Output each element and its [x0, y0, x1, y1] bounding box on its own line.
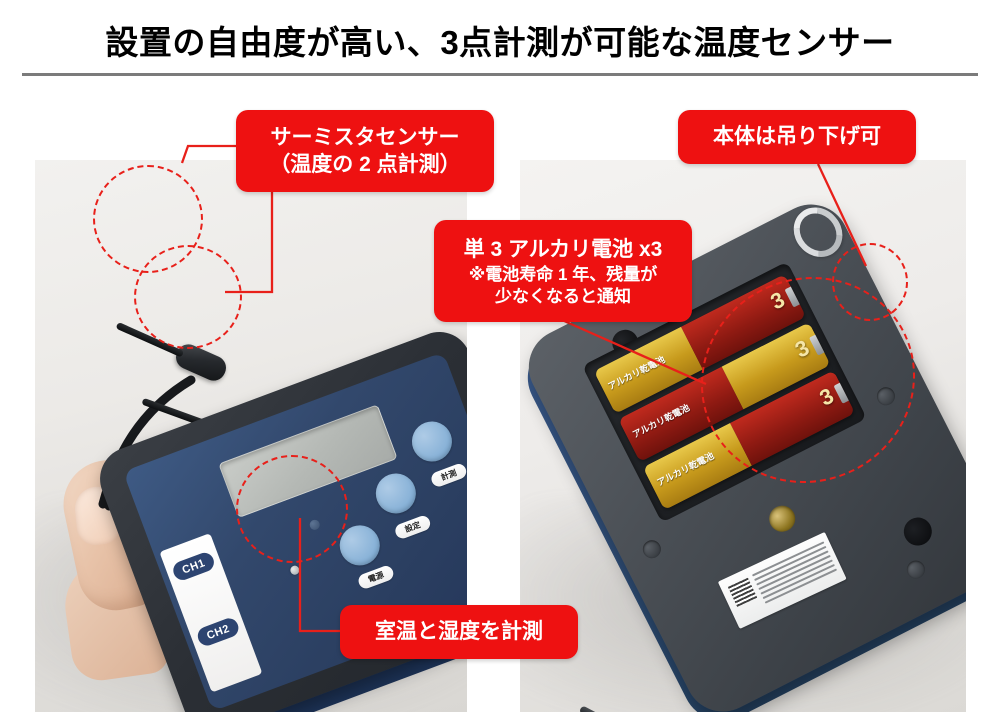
button-label-measure: 計測	[429, 461, 467, 489]
case-screw	[639, 537, 664, 562]
highlight-circle-probe-2	[134, 245, 242, 349]
highlight-circle-hanging-ring	[832, 243, 908, 321]
device-button-power[interactable]	[406, 415, 458, 468]
device-button-setting[interactable]	[370, 467, 422, 520]
battery-cover-screw	[764, 501, 800, 537]
page-title: 設置の自由度が高い、3点計測が可能な温度センサー	[105, 24, 895, 61]
callout-hanging: 本体は吊り下げ可	[678, 110, 916, 164]
humidity-sensor-port	[289, 564, 301, 576]
callout-battery-line3: 少なくなると通知	[495, 286, 631, 306]
mount-hole-bottom	[898, 512, 937, 551]
channel-panel: CH1 CH2	[159, 533, 263, 693]
callout-battery-line2: ※電池寿命 1 年、残量が	[468, 264, 658, 284]
button-label-power: 電源	[356, 563, 396, 591]
callout-thermistor-line2: （温度の 2 点計測）	[269, 153, 461, 176]
callout-battery-line1: 単 3 アルカリ電池 x3	[463, 238, 663, 262]
callout-battery: 単 3 アルカリ電池 x3 ※電池寿命 1 年、残量が 少なくなると通知	[434, 220, 692, 322]
product-label	[717, 531, 847, 629]
title-divider	[22, 73, 978, 76]
qr-code-icon	[727, 577, 758, 607]
button-label-setting: 設定	[393, 513, 433, 541]
callout-thermistor-line1: サーミスタセンサー	[270, 125, 460, 149]
label-text-lines	[751, 541, 838, 606]
callout-room-temperature: 室温と湿度を計測	[340, 605, 578, 659]
callout-thermistor: サーミスタセンサー （温度の 2 点計測）	[236, 110, 494, 192]
highlight-circle-humidity-sensor	[236, 455, 348, 563]
channel-1-label: CH1	[170, 550, 217, 583]
callout-hanging-line1: 本体は吊り下げ可	[713, 125, 881, 149]
callout-room-line1: 室温と湿度を計測	[375, 620, 543, 644]
channel-2-label: CH2	[195, 615, 242, 649]
case-screw	[903, 557, 928, 582]
